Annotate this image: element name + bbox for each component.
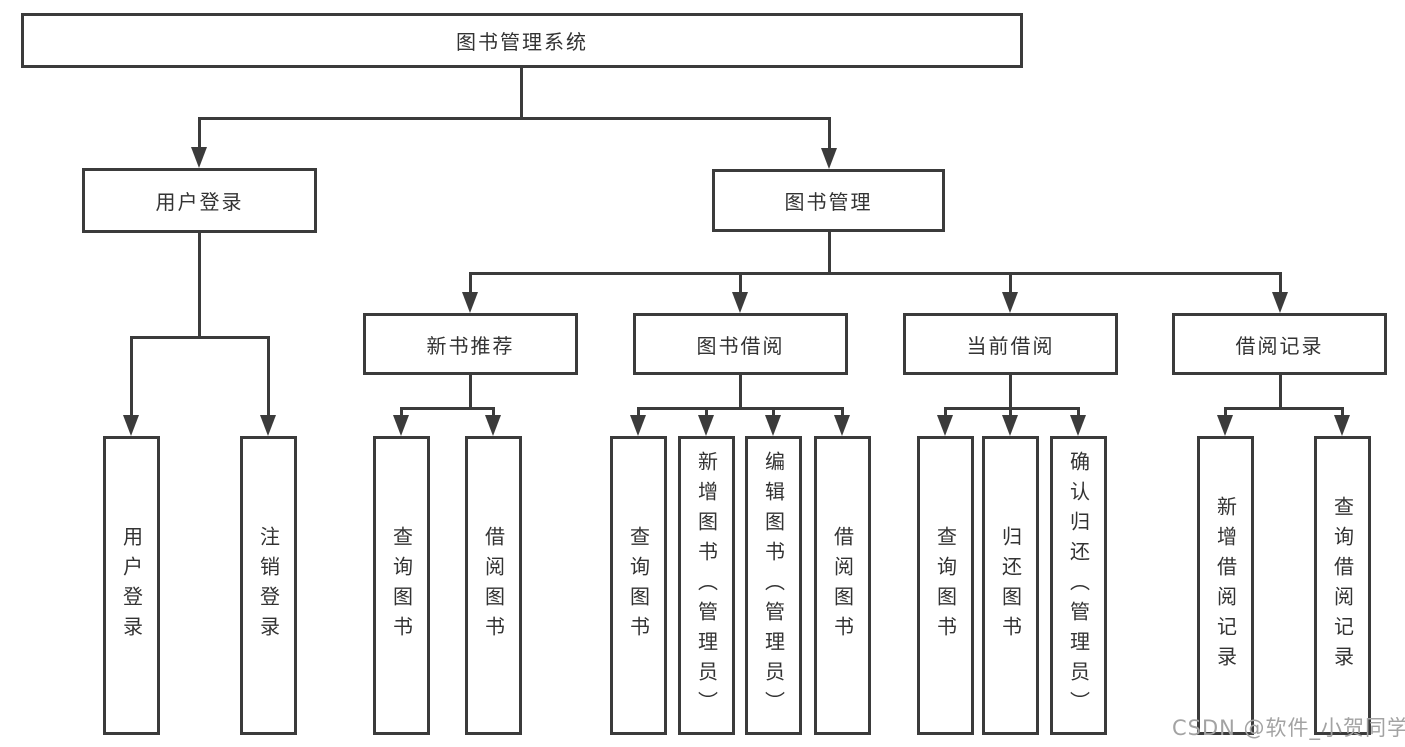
leaf-logout: 注销登录 [240, 436, 297, 735]
node-root-label: 图书管理系统 [456, 30, 588, 54]
connector-line [400, 407, 403, 417]
arrowhead-down-icon [1272, 292, 1288, 313]
arrowhead-down-icon [821, 148, 837, 169]
arrowhead-down-icon [260, 415, 276, 436]
arrowhead-down-icon [462, 292, 478, 313]
arrowhead-down-icon [834, 415, 850, 436]
leaf-current-return-books: 归还图书 [982, 436, 1039, 735]
connector-line [739, 375, 742, 410]
connector-line [198, 117, 201, 149]
leaf-current-confirm-return-admin: 确认归还（管理员） [1050, 436, 1107, 735]
connector-line [944, 407, 1080, 410]
node-borrowing-records-label: 借阅记录 [1235, 333, 1324, 358]
arrowhead-down-icon [1070, 415, 1086, 436]
connector-line [400, 407, 495, 410]
connector-line [1077, 407, 1080, 417]
leaf-newrec-borrow-books: 借阅图书 [465, 436, 522, 735]
connector-line [469, 375, 472, 410]
leaf-borrow-borrow-books: 借阅图书 [814, 436, 871, 735]
leaf-borrow-edit-books-admin-label: 编辑图书（管理员） [761, 450, 786, 721]
leaf-borrow-borrow-books-label: 借阅图书 [830, 525, 855, 646]
csdn-watermark: CSDN @软件_小贺同学 [1172, 716, 1405, 740]
arrowhead-down-icon [123, 415, 139, 436]
node-root: 图书管理系统 [21, 13, 1023, 68]
connector-line [828, 232, 831, 275]
connector-line [841, 407, 844, 417]
connector-line [198, 233, 201, 339]
connector-line [1224, 407, 1227, 417]
connector-line [637, 407, 844, 410]
leaf-records-add-record-label: 新增借阅记录 [1213, 495, 1238, 676]
arrowhead-down-icon [1217, 415, 1233, 436]
leaf-newrec-query-books: 查询图书 [373, 436, 430, 735]
connector-line [944, 407, 947, 417]
connector-line [520, 68, 523, 120]
connector-line [1009, 407, 1012, 417]
leaf-current-return-books-label: 归还图书 [998, 525, 1023, 646]
leaf-borrow-edit-books-admin: 编辑图书（管理员） [745, 436, 802, 735]
connector-line [130, 336, 133, 417]
connector-line [772, 407, 775, 417]
leaf-borrow-add-books-admin: 新增图书（管理员） [678, 436, 735, 735]
leaf-user-login-label: 用户登录 [119, 525, 144, 646]
leaf-records-query-record-label: 查询借阅记录 [1330, 495, 1355, 676]
connector-line [1009, 375, 1012, 410]
arrowhead-down-icon [1002, 415, 1018, 436]
leaf-current-query-books-label: 查询图书 [933, 525, 958, 646]
node-book-management-label: 图书管理 [784, 190, 873, 214]
leaf-current-query-books: 查询图书 [917, 436, 974, 735]
connector-line [1279, 375, 1282, 410]
connector-line [1224, 407, 1344, 410]
connector-line [1341, 407, 1344, 417]
connector-line [492, 407, 495, 417]
connector-line [828, 117, 831, 149]
connector-line [130, 336, 270, 339]
node-new-book-recommendation-label: 新书推荐 [426, 333, 515, 358]
leaf-current-confirm-return-admin-label: 确认归还（管理员） [1066, 450, 1091, 721]
arrowhead-down-icon [1002, 292, 1018, 313]
leaf-newrec-borrow-books-label: 借阅图书 [481, 525, 506, 646]
leaf-records-query-record: 查询借阅记录 [1314, 436, 1371, 735]
node-book-borrowing: 图书借阅 [633, 313, 848, 375]
connector-line [198, 117, 831, 120]
arrowhead-down-icon [765, 415, 781, 436]
connector-line [469, 272, 1282, 275]
arrowhead-down-icon [698, 415, 714, 436]
arrowhead-down-icon [732, 292, 748, 313]
connector-line [267, 336, 270, 417]
node-user-login-label: 用户登录 [155, 190, 244, 214]
arrowhead-down-icon [937, 415, 953, 436]
node-user-login: 用户登录 [82, 168, 317, 233]
node-current-borrowing: 当前借阅 [903, 313, 1118, 375]
connector-line [739, 272, 742, 294]
connector-line [705, 407, 708, 417]
connector-line [637, 407, 640, 417]
node-book-borrowing-label: 图书借阅 [696, 333, 785, 358]
connector-line [1279, 272, 1282, 294]
node-current-borrowing-label: 当前借阅 [966, 333, 1055, 358]
connector-line [469, 272, 472, 294]
arrowhead-down-icon [485, 415, 501, 436]
leaf-user-login: 用户登录 [103, 436, 160, 735]
leaf-records-add-record: 新增借阅记录 [1197, 436, 1254, 735]
leaf-borrow-add-books-admin-label: 新增图书（管理员） [694, 450, 719, 721]
arrowhead-down-icon [630, 415, 646, 436]
leaf-borrow-query-books-label: 查询图书 [626, 525, 651, 646]
arrowhead-down-icon [1334, 415, 1350, 436]
node-borrowing-records: 借阅记录 [1172, 313, 1387, 375]
arrowhead-down-icon [191, 147, 207, 168]
node-book-management: 图书管理 [712, 169, 945, 232]
leaf-logout-label: 注销登录 [256, 525, 281, 646]
leaf-borrow-query-books: 查询图书 [610, 436, 667, 735]
arrowhead-down-icon [393, 415, 409, 436]
leaf-newrec-query-books-label: 查询图书 [389, 525, 414, 646]
node-new-book-recommendation: 新书推荐 [363, 313, 578, 375]
connector-line [1009, 272, 1012, 294]
